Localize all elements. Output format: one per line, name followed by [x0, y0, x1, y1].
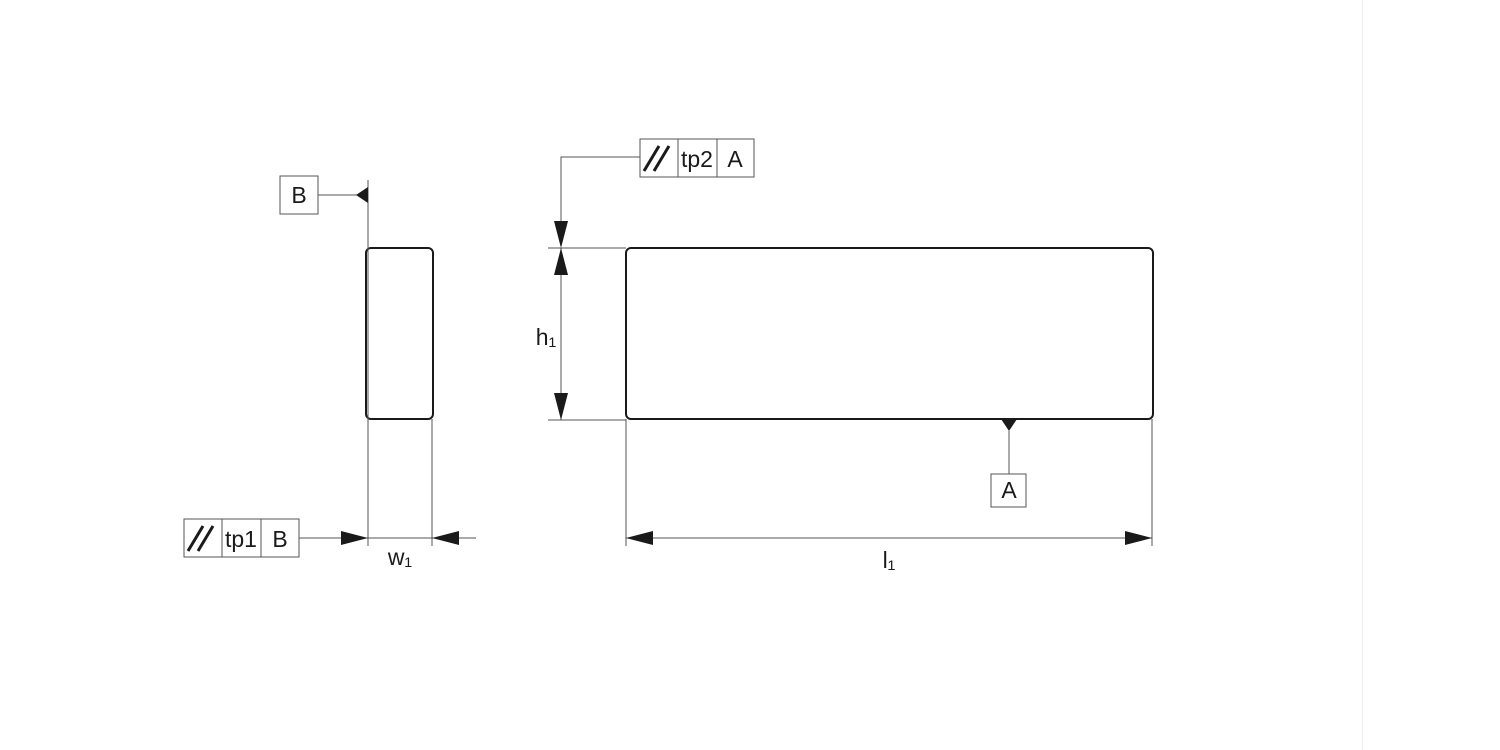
page-margin-line: [1362, 0, 1363, 750]
length-dimension-label: l₁: [883, 547, 896, 573]
datum-b-box: [279, 175, 319, 215]
height-arrow-top: [554, 248, 568, 275]
length-arrow-left: [626, 531, 653, 545]
tp2-cell-datum: [716, 138, 755, 178]
parallelism-icon: [642, 145, 671, 172]
datum-b-triangle-icon: [356, 187, 368, 203]
width-dimension-label: w₁: [387, 544, 413, 570]
tolerance-frame-tp2: tp2 A: [554, 138, 755, 248]
tp1-cell-datum: [260, 518, 300, 558]
side-view: w₁ B tp1 B: [183, 175, 476, 570]
tp1-cell-value: [221, 518, 262, 558]
datum-a: A: [990, 419, 1027, 508]
width-arrow-right: [432, 531, 459, 545]
tp2-cell-symbol: [639, 138, 679, 178]
tp2-leader-line: [560, 156, 640, 222]
front-view-outline: [625, 247, 1154, 420]
height-arrow-bottom: [554, 393, 568, 420]
datum-b-label: B: [291, 182, 306, 208]
tp2-leader-arrow: [554, 221, 568, 248]
height-dimension: h₁: [536, 248, 568, 420]
width-dimension: w₁: [299, 531, 476, 570]
tp1-datum-ref: B: [272, 526, 287, 552]
length-dimension: l₁: [626, 531, 1152, 573]
datum-a-triangle-icon: [1001, 419, 1017, 431]
side-view-outline: [365, 247, 434, 420]
datum-b: B: [279, 175, 368, 215]
tolerance-frame-tp1: tp1 B: [183, 518, 300, 558]
tp2-datum-ref: A: [727, 146, 743, 172]
tp1-tolerance-value: tp1: [225, 526, 257, 552]
datum-a-label: A: [1001, 477, 1017, 503]
front-view: h₁ l₁ A tp2 A: [536, 138, 1154, 573]
tp2-tolerance-value: tp2: [681, 146, 713, 172]
tp2-cell-value: [677, 138, 718, 178]
parallelism-icon: [186, 525, 215, 552]
width-arrow-left: [341, 531, 368, 545]
datum-a-box: [990, 473, 1027, 508]
height-dimension-label: h₁: [536, 324, 557, 350]
length-arrow-right: [1125, 531, 1152, 545]
tp1-cell-symbol: [183, 518, 223, 558]
